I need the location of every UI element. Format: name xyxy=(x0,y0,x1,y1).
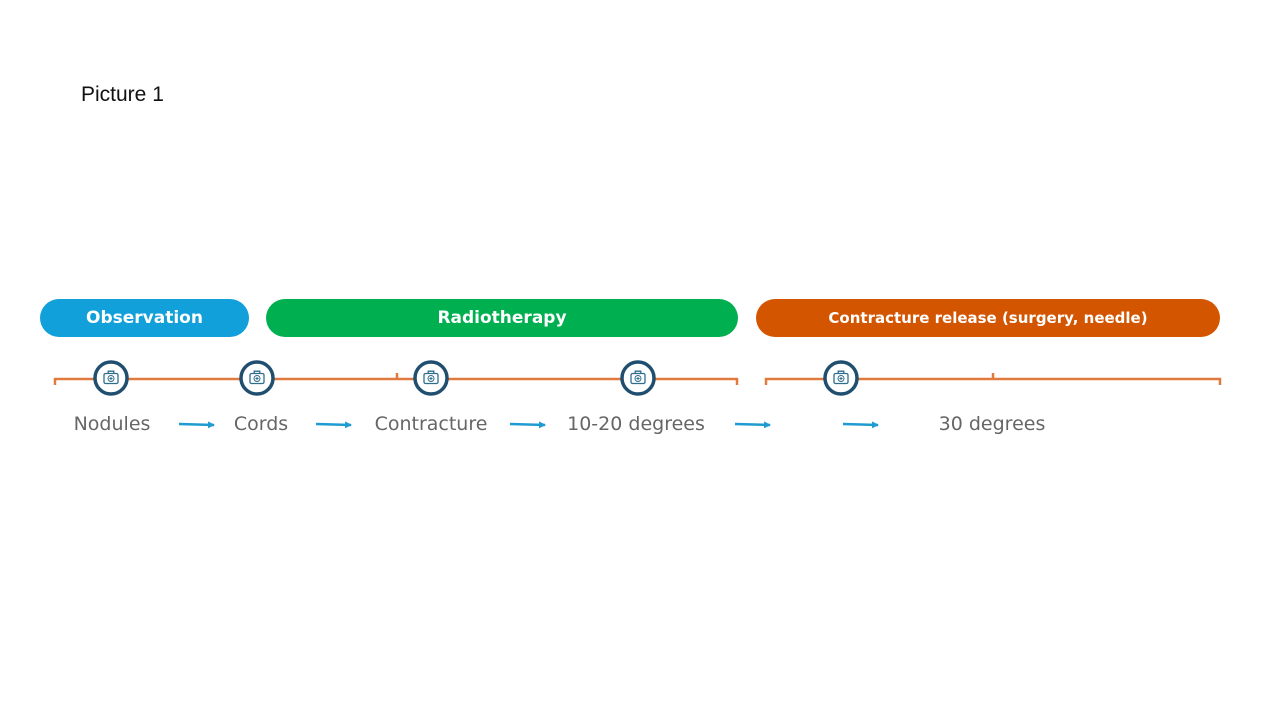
stage-label-nodules: Nodules xyxy=(73,413,151,435)
phase-contracture-release: Contracture release (surgery, needle) xyxy=(756,299,1220,337)
right-arrow-icon xyxy=(842,421,879,429)
marker-30-degrees xyxy=(823,360,859,396)
right-arrow-icon xyxy=(315,421,352,429)
phase-observation-label: Observation xyxy=(86,308,203,328)
right-arrow-icon xyxy=(178,421,215,429)
phase-radiotherapy: Radiotherapy xyxy=(266,299,738,337)
marker-cords xyxy=(239,360,275,396)
phase-radiotherapy-label: Radiotherapy xyxy=(437,308,567,328)
stage-label-contracture: Contracture xyxy=(374,413,488,435)
bracket-right xyxy=(764,373,1222,385)
marker-contracture xyxy=(413,360,449,396)
stage-label-cords: Cords xyxy=(233,413,289,435)
right-arrow-icon xyxy=(509,421,546,429)
marker-10-20-degrees xyxy=(620,360,656,396)
stage-label-10-20-degrees: 10-20 degrees xyxy=(567,413,705,435)
page-title: Picture 1 xyxy=(81,83,164,106)
right-arrow-icon xyxy=(734,421,771,429)
phase-contracture-release-label: Contracture release (surgery, needle) xyxy=(828,309,1148,327)
stage-label-30-degrees: 30 degrees xyxy=(938,413,1046,435)
marker-nodules xyxy=(93,360,129,396)
phase-observation: Observation xyxy=(40,299,249,337)
bracket-left xyxy=(53,373,739,385)
